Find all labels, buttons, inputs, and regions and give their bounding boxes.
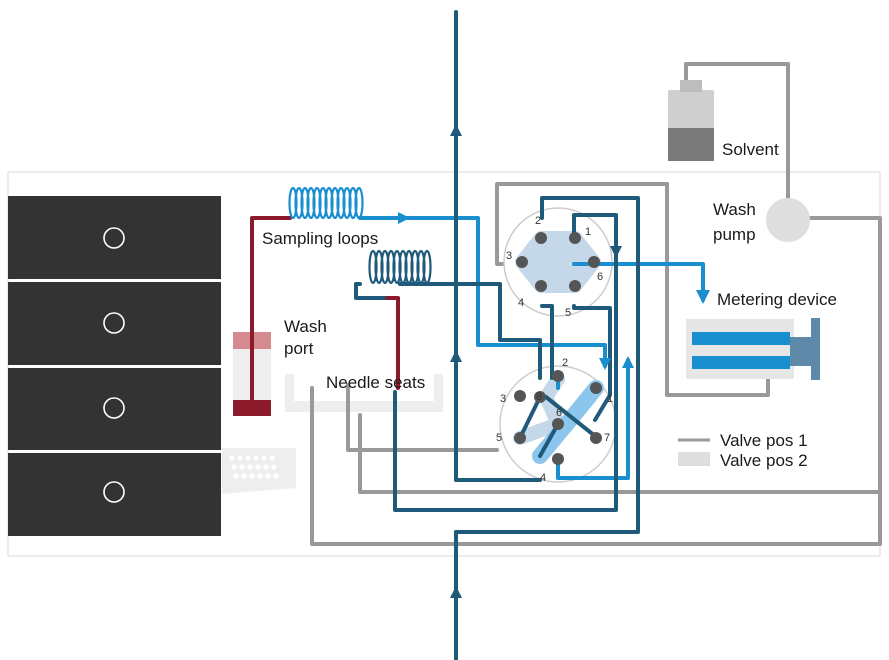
upper-port-2: 2 — [535, 215, 541, 227]
drawer-1[interactable] — [8, 196, 221, 279]
sampling-loops-label: Sampling loops — [262, 229, 378, 248]
wash-port-label: port — [284, 339, 314, 358]
wash-pump-label: Wash — [713, 200, 756, 219]
arrow-down-icon — [610, 246, 622, 258]
upper-port-5: 5 — [565, 307, 571, 319]
drawer-4-knob-icon — [103, 481, 125, 503]
lower-port-5: 5 — [496, 432, 502, 444]
upper-port-6: 6 — [597, 271, 603, 283]
upper-port-1: 1 — [585, 226, 591, 238]
needle-seats-label: Needle seats — [326, 373, 425, 392]
wash-pump — [766, 198, 810, 242]
arrow-right-icon — [398, 212, 410, 224]
component-labels: Solvent Wash pump Sampling loops Meterin… — [262, 140, 837, 392]
arrow-up-icon — [450, 124, 462, 136]
drawer-4[interactable] — [8, 453, 221, 536]
drawer-2[interactable] — [8, 282, 221, 365]
flow-arrows — [398, 124, 710, 598]
lower-port-8: 8 — [536, 391, 542, 403]
sampling-loop-lower — [368, 249, 432, 285]
arrow-up-icon — [622, 356, 634, 368]
legend: Valve pos 1 Valve pos 2 — [678, 431, 808, 470]
drawer-2-knob-icon — [103, 312, 125, 334]
arrow-down-icon — [696, 290, 710, 304]
legend-label-valve-pos-1: Valve pos 1 — [720, 431, 808, 450]
metering-device — [686, 318, 820, 380]
legend-swatch-band — [678, 452, 710, 466]
lower-port-4: 4 — [540, 472, 546, 484]
solvent-label: Solvent — [722, 140, 779, 159]
upper-valve-ports — [516, 232, 600, 292]
arrow-up-icon — [450, 586, 462, 598]
wash-pump-label: pump — [713, 225, 756, 244]
drawer-1-knob-icon — [103, 227, 125, 249]
well-plate-icon — [222, 448, 296, 494]
sampling-loop-upper — [288, 186, 364, 220]
arrow-up-icon — [450, 350, 462, 362]
arrow-down-icon — [599, 358, 611, 370]
wash-port-label: Wash — [284, 317, 327, 336]
lower-port-6: 6 — [556, 407, 562, 419]
lower-valve-ports — [514, 370, 602, 465]
lower-valve-port-numbers: 1 2 3 4 5 6 7 8 — [496, 357, 613, 484]
lower-port-3: 3 — [500, 393, 506, 405]
drawer-3[interactable] — [8, 368, 221, 450]
dark-blue-lines — [354, 10, 640, 660]
metering-device-label: Metering device — [717, 290, 837, 309]
lower-port-1: 1 — [607, 393, 613, 405]
upper-valve-port-numbers: 1 2 3 4 5 6 — [506, 215, 603, 319]
lower-port-2: 2 — [562, 357, 568, 369]
red-lines — [250, 216, 400, 402]
needle-seats-block — [285, 374, 443, 412]
upper-port-3: 3 — [506, 250, 512, 262]
drawer-3-knob-icon — [103, 397, 125, 419]
upper-port-4: 4 — [518, 297, 524, 309]
lower-port-7: 7 — [604, 432, 610, 444]
solvent-bottle-icon — [668, 80, 714, 161]
sample-drawers — [8, 196, 221, 536]
legend-label-valve-pos-2: Valve pos 2 — [720, 451, 808, 470]
